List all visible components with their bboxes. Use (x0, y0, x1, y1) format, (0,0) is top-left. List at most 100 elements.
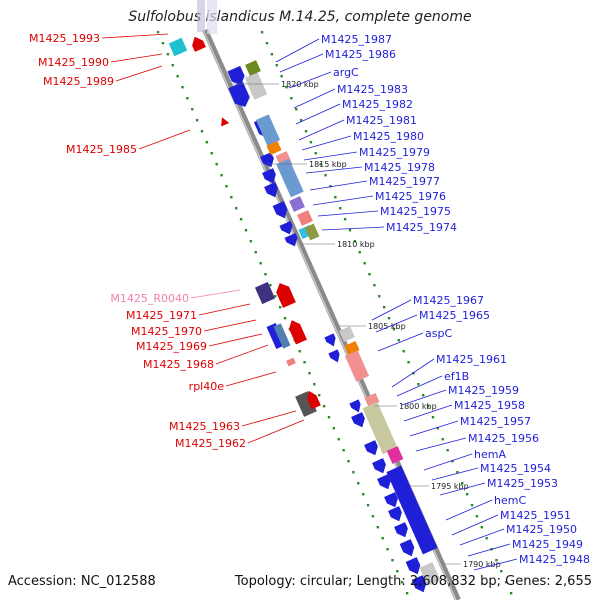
left-gene-label: M1425_1989 (43, 75, 114, 88)
guide-dot (254, 251, 257, 254)
faded-feature (197, 0, 205, 32)
gene-arrow-left-red-3 (289, 320, 307, 345)
gene-box-14-shape (362, 401, 398, 455)
gene-box-7-shape (297, 210, 313, 226)
gene-arrow-forward-7-shape (279, 220, 293, 235)
right-gene-label: M1425_1950 (506, 523, 577, 536)
guide-dot (327, 416, 331, 419)
tick-label: 1800 kbp (399, 402, 437, 411)
guide-dot (280, 75, 283, 78)
left-label-leader (225, 371, 277, 387)
guide-dot (235, 207, 238, 210)
gene-arrow-left-red-2-shape (276, 283, 296, 308)
gene-box-10-shape (339, 326, 355, 342)
gene-box-0-shape (244, 72, 268, 100)
guide-dot (402, 350, 405, 353)
right-gene-label: aspC (425, 327, 452, 340)
tick-label: 1790 kbp (463, 560, 501, 569)
left-gene-label: M1425_1970 (131, 325, 202, 338)
gene-arrow-forward-15 (377, 474, 391, 490)
gene-arrow-forward-13-shape (364, 440, 378, 456)
guide-dot (230, 196, 233, 199)
guide-dot (309, 141, 313, 144)
guide-dot (329, 185, 332, 188)
gene-box-1 (245, 60, 261, 76)
guide-dot (417, 383, 420, 386)
gene-arrow-forward-16 (384, 492, 398, 508)
guide-dot (264, 273, 267, 276)
guide-dot (278, 306, 282, 309)
guide-dot (412, 372, 415, 375)
guide-dot (298, 350, 301, 353)
right-label-leader (431, 467, 479, 481)
guide-dot (382, 306, 386, 309)
gene-box-6-shape (289, 196, 305, 212)
guide-dot (195, 119, 199, 122)
left-gene-label: M1425_R0040 (110, 292, 189, 305)
guide-dot (470, 504, 474, 507)
right-label-leader (371, 299, 412, 321)
left-gene-label: M1425_1993 (29, 32, 100, 45)
gene-box-5-shape (276, 158, 304, 198)
gene-box-2-shape (255, 114, 281, 146)
right-gene-label: M1425_1979 (359, 146, 430, 159)
tick-label: 1815 kbp (309, 160, 347, 169)
guide-dot (422, 394, 425, 397)
gene-box-7 (297, 210, 313, 226)
gene-box-3-shape (266, 140, 282, 156)
right-label-leader (451, 514, 499, 536)
guide-dot (308, 372, 311, 375)
guide-dot (210, 152, 213, 155)
guide-dot (270, 53, 274, 56)
guide-dot (334, 196, 337, 199)
guide-dot (363, 262, 366, 265)
gene-arrow-left-red-4-shape (307, 390, 321, 410)
right-label-leader (377, 332, 424, 352)
gene-arrow-forward-17-shape (388, 506, 402, 522)
outer-guide (260, 31, 513, 595)
right-gene-label: M1425_1975 (380, 205, 451, 218)
guide-dot (319, 163, 322, 166)
left-label-leader (208, 333, 263, 347)
gene-box-16-shape (386, 465, 438, 555)
gene-arrow-forward-6-shape (272, 201, 288, 219)
gene-box-17 (419, 562, 441, 586)
guide-dot (156, 31, 160, 34)
guide-dot (322, 405, 326, 408)
guide-dot (200, 130, 204, 133)
gene-arrow-forward-11-shape (349, 399, 361, 413)
guide-dot (215, 163, 218, 166)
right-gene-label: M1425_1987 (321, 33, 392, 46)
left-gene-label: M1425_1990 (38, 56, 109, 69)
guide-dot (324, 174, 327, 177)
guide-dot (295, 108, 298, 111)
gene-arrow-forward-6 (272, 201, 288, 219)
right-gene-label: M1425_1983 (337, 83, 408, 96)
left-gene-label: M1425_1968 (143, 358, 214, 371)
right-label-leader (321, 226, 385, 231)
gene-box-left-grey (295, 391, 317, 417)
right-gene-label: M1425_1951 (500, 509, 571, 522)
right-label-leader (305, 166, 363, 174)
gene-box-left-steel (273, 323, 291, 349)
gene-arrow-forward-1 (228, 81, 250, 107)
gene-box-15 (386, 446, 404, 464)
guide-dot (303, 361, 306, 364)
left-gene-label: M1425_1969 (136, 340, 207, 353)
guide-dot (485, 537, 488, 540)
guide-dot (357, 482, 360, 485)
guide-dot (475, 515, 479, 518)
left-label-leader (110, 53, 163, 63)
faded-feature (207, 0, 217, 34)
guide-dot (465, 493, 469, 496)
guide-dot (373, 284, 376, 287)
guide-dot (348, 229, 352, 232)
right-label-leader (303, 151, 358, 161)
gene-box-16 (386, 465, 438, 555)
gene-box-left-steel-shape (273, 323, 291, 349)
guide-dot (347, 460, 350, 463)
guide-dot (191, 108, 194, 111)
gene-arrow-forward-13 (364, 440, 378, 456)
right-gene-label: M1425_1974 (386, 221, 457, 234)
left-gene-label: M1425_1963 (169, 420, 240, 433)
